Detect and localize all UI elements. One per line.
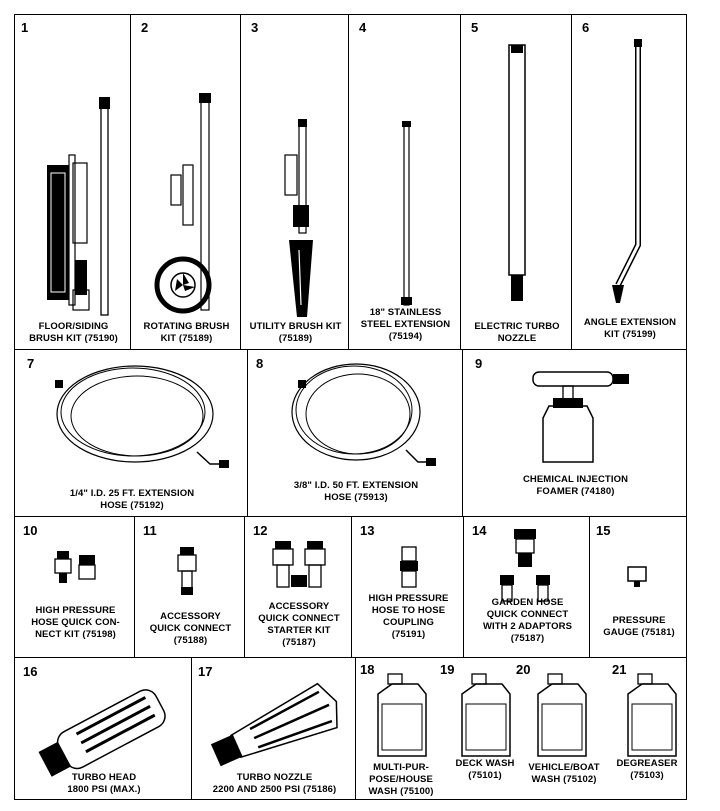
item-number: 20 [516, 662, 531, 677]
angle-extension-kit-drawing [612, 39, 642, 303]
item-caption: DEGREASER(75103) [616, 758, 678, 781]
pressure-gauge-drawing [627, 566, 647, 587]
utility-brush-kit-drawing [284, 119, 313, 317]
floor-siding-brush-kit-drawing [47, 97, 110, 316]
item-number: 11 [143, 523, 157, 538]
item-number: 21 [612, 662, 627, 677]
quick-connect-starter-kit-drawing [272, 541, 326, 588]
extension-hose-25ft-drawing [55, 365, 229, 468]
item-number: 1 [21, 20, 29, 35]
item-number: 8 [256, 356, 264, 371]
accessory-quick-connect-drawing [177, 547, 197, 595]
item-number: 6 [582, 20, 590, 35]
item-number: 14 [472, 523, 487, 538]
hose-to-hose-coupling-drawing [400, 546, 418, 588]
extension-hose-50ft-drawing [291, 363, 436, 466]
chemical-injection-foamer-drawing [532, 371, 629, 463]
item-caption: UTILITY BRUSH KIT(75189) [249, 321, 342, 344]
item-number: 12 [253, 523, 268, 538]
item-number: 13 [360, 523, 375, 538]
item-number: 7 [27, 356, 35, 371]
item-cell-3: 3 UTILITY BRUSH KIT(75189) [240, 14, 349, 350]
item-number: 15 [596, 523, 611, 538]
item-caption: DECK WASH(75101) [455, 758, 515, 781]
item-number: 16 [23, 664, 38, 679]
deck-wash-jug-drawing [461, 673, 511, 757]
item-number: 2 [141, 20, 149, 35]
hose-quick-connect-kit-drawing [54, 551, 96, 583]
vehicle-boat-wash-jug-drawing [537, 673, 587, 757]
garden-hose-quick-connect-drawing [500, 529, 550, 602]
multi-purpose-wash-jug-drawing [377, 673, 427, 757]
degreaser-jug-drawing [627, 673, 677, 757]
electric-turbo-nozzle-drawing [508, 44, 526, 301]
rotating-brush-kit-drawing [154, 93, 212, 314]
item-number: 10 [23, 523, 38, 538]
stainless-steel-extension-drawing [401, 121, 412, 306]
item-number: 4 [359, 20, 367, 35]
item-number: 19 [440, 662, 455, 677]
turbo-nozzle-drawing [210, 682, 338, 767]
item-number: 5 [471, 20, 479, 35]
item-number: 9 [475, 356, 483, 371]
turbo-head-drawing [38, 689, 166, 777]
item-number: 3 [251, 20, 259, 35]
item-number: 18 [360, 662, 375, 677]
item-number: 17 [198, 664, 213, 679]
